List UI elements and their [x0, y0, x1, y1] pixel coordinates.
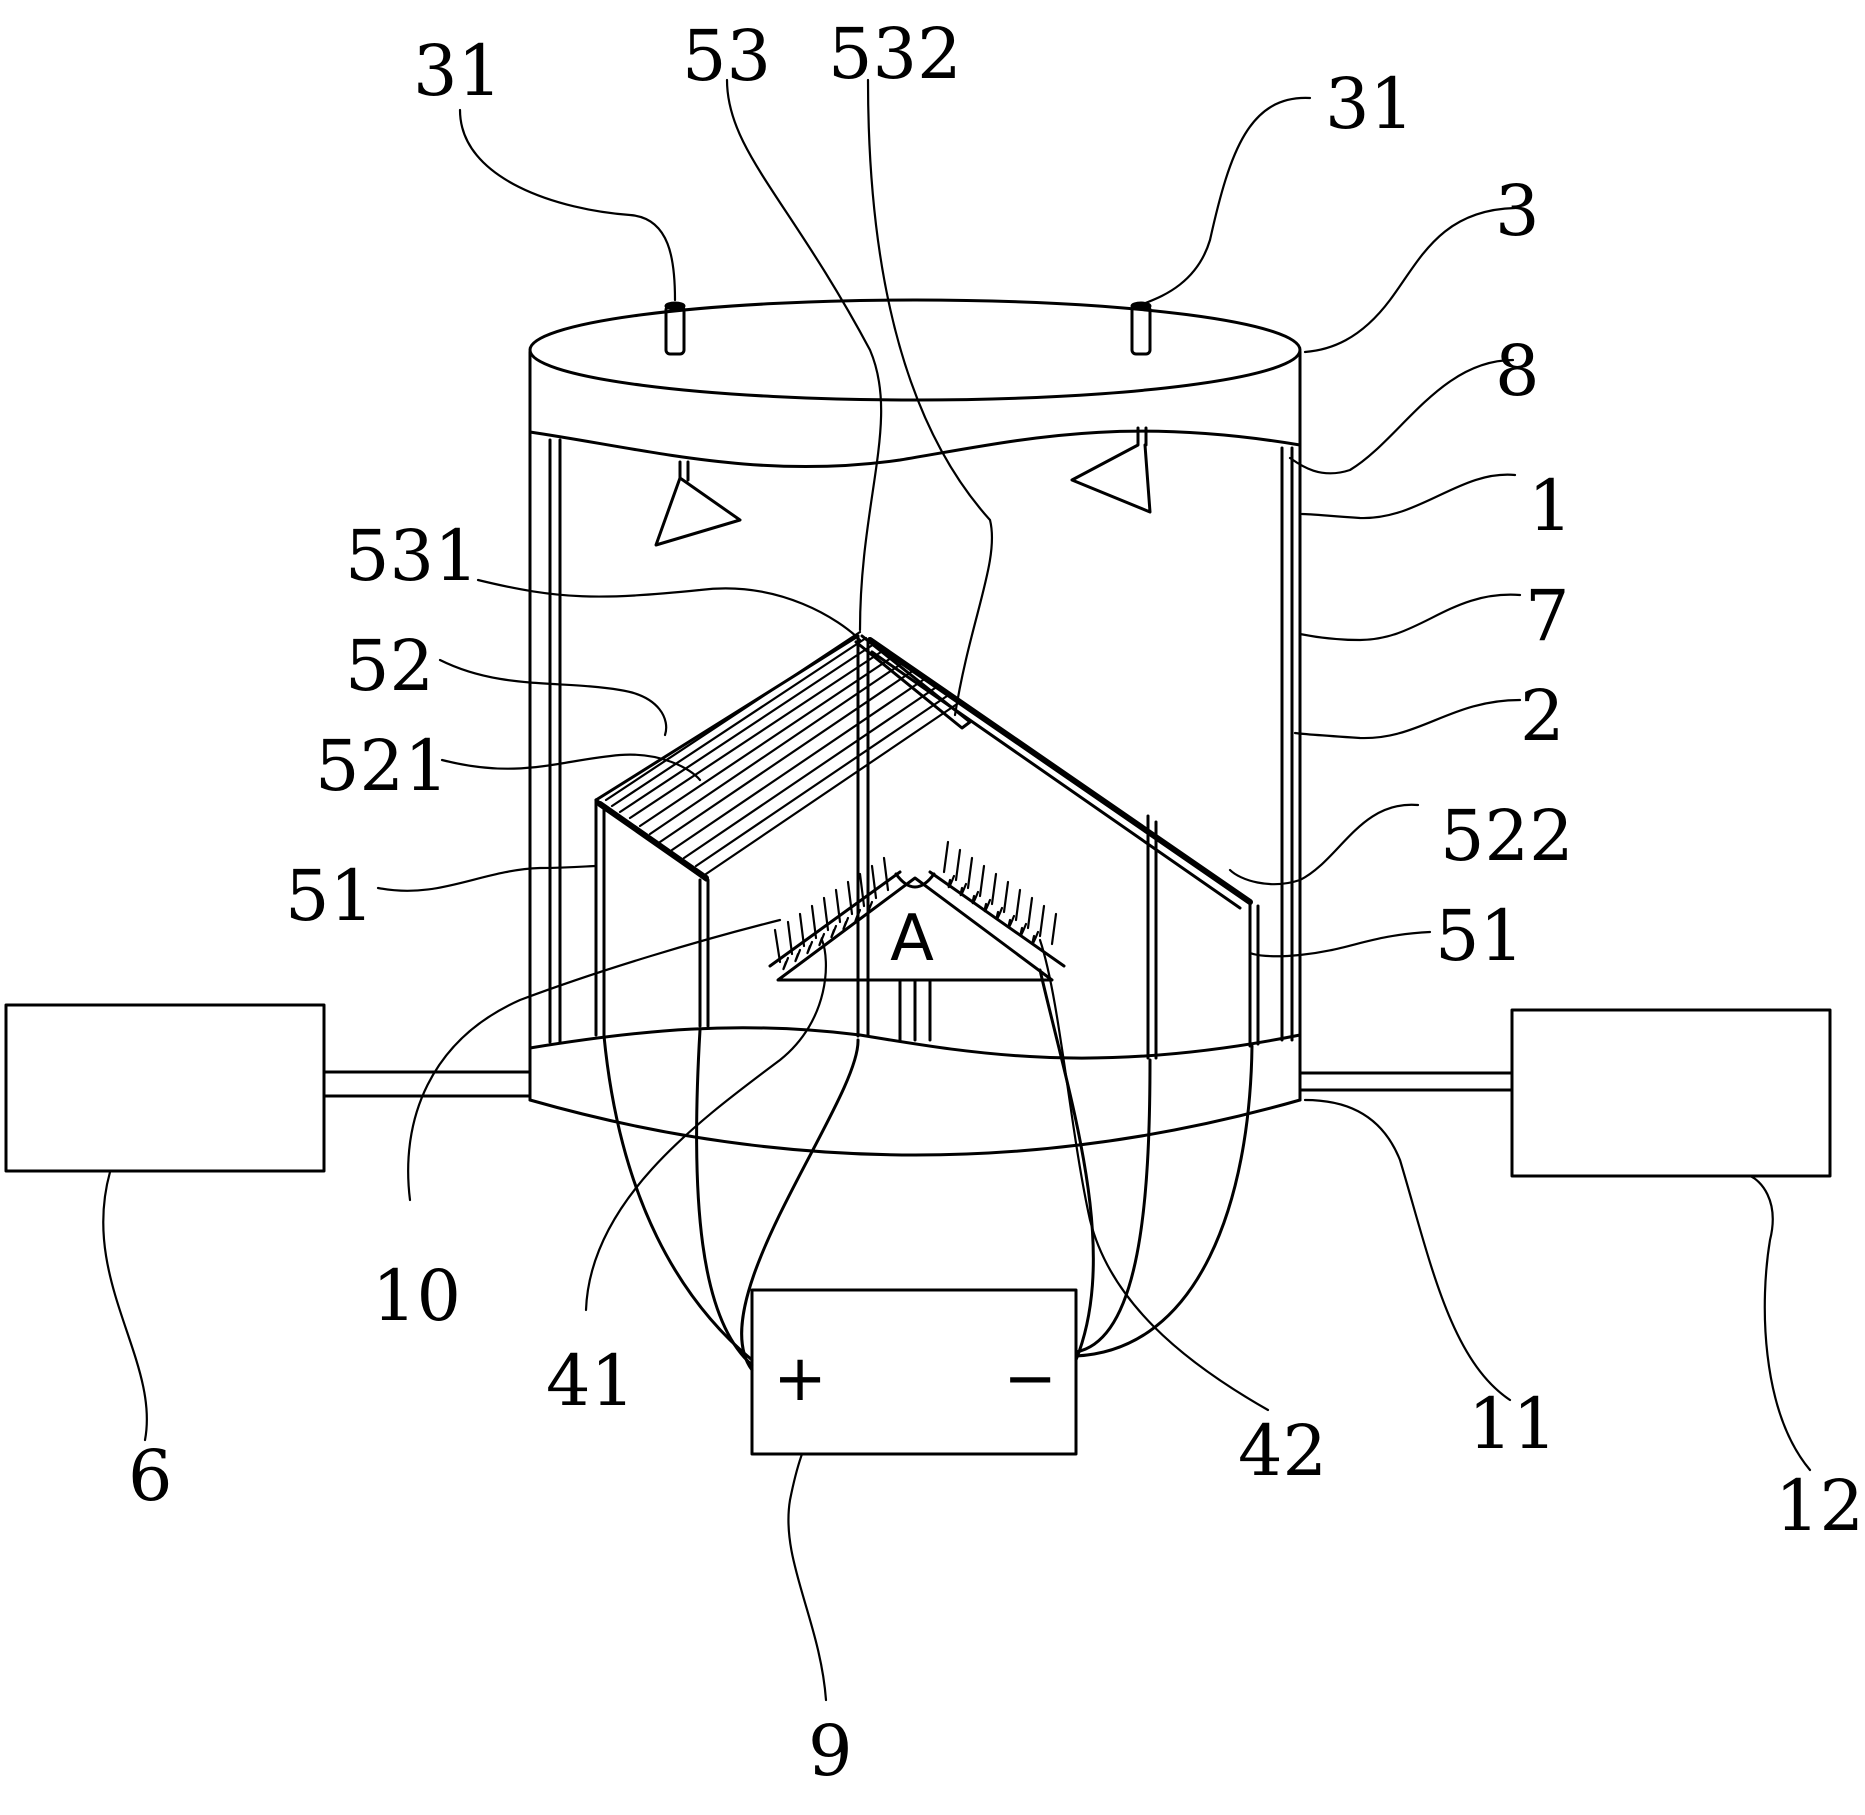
nozzle-right — [1070, 426, 1152, 514]
label-31-right: 31 — [1325, 63, 1414, 145]
leader-1 — [1300, 473, 1517, 520]
left-panel-front-edge — [597, 801, 709, 881]
wire-minus-b — [1074, 1044, 1254, 1358]
label-6: 6 — [128, 1435, 173, 1517]
label-11: 11 — [1468, 1383, 1557, 1465]
leader-521 — [440, 753, 702, 782]
right-brush-bristles — [928, 840, 1066, 968]
label-53: 53 — [682, 15, 771, 97]
electrode-frame — [594, 630, 1260, 1060]
external-units — [4, 1003, 1832, 1178]
reference-numerals: 31 53 532 31 3 8 1 531 7 52 2 521 522 51… — [128, 13, 1864, 1792]
box-6 — [4, 1003, 326, 1173]
wire-plus-b — [695, 1028, 754, 1367]
label-532: 532 — [828, 13, 962, 95]
wire-plus-a — [602, 1034, 754, 1362]
label-52: 52 — [345, 625, 434, 707]
leader-2 — [1293, 698, 1522, 740]
label-7: 7 — [1525, 575, 1570, 657]
port-right-top — [1130, 301, 1152, 311]
leader-522 — [1228, 803, 1420, 886]
box-12 — [1510, 1008, 1832, 1178]
right-panel-edge-under — [870, 650, 1242, 910]
wire-minus-a — [1074, 1058, 1152, 1354]
label-51-left: 51 — [285, 855, 374, 937]
right-panel-edge — [867, 637, 1253, 905]
cutaway-top-edge — [528, 429, 1302, 469]
top-ports — [664, 301, 1152, 356]
label-531: 531 — [345, 515, 479, 597]
label-8: 8 — [1495, 330, 1540, 412]
left-panel-top-bar — [594, 634, 860, 802]
power-supply-box — [750, 1288, 1078, 1456]
wire-plus-c — [740, 1038, 860, 1372]
tank-bottom — [528, 1098, 1302, 1157]
minus-terminal: − — [1003, 1342, 1057, 1416]
leader-532 — [866, 78, 994, 717]
label-521: 521 — [315, 725, 449, 807]
wire-minus-c — [1038, 968, 1095, 1362]
tank-lid — [528, 298, 1302, 402]
label-9: 9 — [808, 1710, 853, 1792]
label-31-left: 31 — [413, 30, 502, 112]
leader-42 — [1038, 938, 1270, 1412]
leader-52 — [438, 658, 668, 737]
tank — [528, 298, 1302, 1157]
label-41: 41 — [546, 1340, 635, 1422]
leader-51b — [1248, 930, 1432, 958]
leader-6 — [102, 1170, 148, 1442]
left-panel-wires — [604, 630, 962, 876]
label-51-right: 51 — [1435, 895, 1524, 977]
leader-531 — [476, 578, 862, 642]
port-left-top — [664, 301, 686, 311]
leader-10 — [407, 918, 782, 1202]
leader-3 — [1303, 206, 1517, 354]
electrode-brushes: A — [768, 840, 1066, 1042]
label-2: 2 — [1520, 675, 1565, 757]
port-right — [1130, 304, 1152, 356]
label-522: 522 — [1440, 795, 1574, 877]
label-10: 10 — [372, 1255, 461, 1337]
ammeter-arc — [894, 872, 936, 889]
leader-53 — [725, 78, 883, 632]
leader-8 — [1288, 358, 1515, 475]
plus-terminal: + — [773, 1342, 827, 1416]
label-12: 12 — [1775, 1465, 1864, 1547]
port-left — [664, 304, 686, 356]
leader-31a — [458, 108, 677, 302]
label-42: 42 — [1238, 1410, 1327, 1492]
leader-7 — [1298, 593, 1522, 642]
ammeter-symbol: A — [890, 902, 934, 976]
leader-51a — [376, 864, 598, 892]
leader-12 — [1748, 1174, 1812, 1472]
leader-lines — [102, 78, 1812, 1702]
left-brush-bristles — [768, 856, 902, 971]
leader-41 — [584, 938, 827, 1312]
label-1: 1 — [1528, 465, 1573, 547]
leader-31b — [1139, 96, 1312, 307]
leader-11 — [1303, 1098, 1512, 1402]
ridge-end-cap — [854, 634, 972, 730]
leader-9 — [787, 1452, 828, 1702]
power-supply: + − — [602, 968, 1254, 1456]
spray-nozzles — [654, 426, 1152, 547]
label-3: 3 — [1495, 170, 1540, 252]
nozzle-left — [654, 460, 742, 547]
